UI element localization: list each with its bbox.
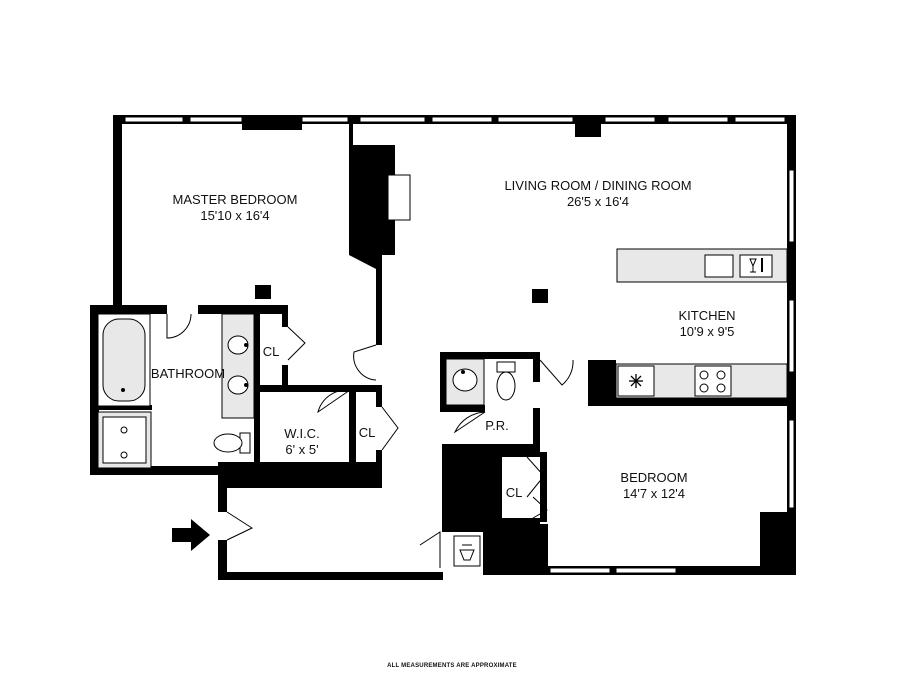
toilet <box>213 432 251 454</box>
shower <box>97 411 152 469</box>
closet-2-name: CL <box>359 425 376 440</box>
closet-3-name: CL <box>506 485 523 500</box>
kitchen-dims: 10'9 x 9'5 <box>680 324 735 339</box>
master-bedroom-dims: 15'10 x 16'4 <box>200 208 269 223</box>
room-labels: MASTER BEDROOM 15'10 x 16'4 LIVING ROOM … <box>151 178 736 501</box>
wine-glass-icon <box>749 258 757 273</box>
wic-name: W.I.C. <box>284 426 319 441</box>
entry-arrow-icon <box>172 519 210 551</box>
kitchen-name: KITCHEN <box>678 308 735 323</box>
columns <box>242 115 788 570</box>
powder-toilet <box>496 361 516 401</box>
living-room-name: LIVING ROOM / DINING ROOM <box>504 178 691 193</box>
bedroom-dims: 14'7 x 12'4 <box>623 486 685 501</box>
closet-1-name: CL <box>263 344 280 359</box>
powder-room-name: P.R. <box>485 418 509 433</box>
vanity <box>221 313 255 419</box>
kitchen-island <box>616 248 788 283</box>
wic-dims: 6' x 5' <box>285 442 318 457</box>
interior-walls <box>97 124 796 575</box>
master-bedroom-name: MASTER BEDROOM <box>173 192 298 207</box>
bathroom-name: BATHROOM <box>151 366 225 381</box>
washer-icon <box>453 535 481 567</box>
snowflake-icon <box>629 374 643 388</box>
doors <box>166 313 574 568</box>
powder-sink <box>445 358 485 406</box>
windows <box>124 116 795 574</box>
bathtub <box>97 313 151 407</box>
living-room-dims: 26'5 x 16'4 <box>567 194 629 209</box>
measurement-disclaimer: ALL MEASUREMENTS ARE APPROXIMATE <box>387 663 517 669</box>
bottle-icon <box>761 258 763 272</box>
bedroom-name: BEDROOM <box>620 470 687 485</box>
fireplace-icon <box>387 174 411 221</box>
kitchen-counter <box>615 363 788 399</box>
